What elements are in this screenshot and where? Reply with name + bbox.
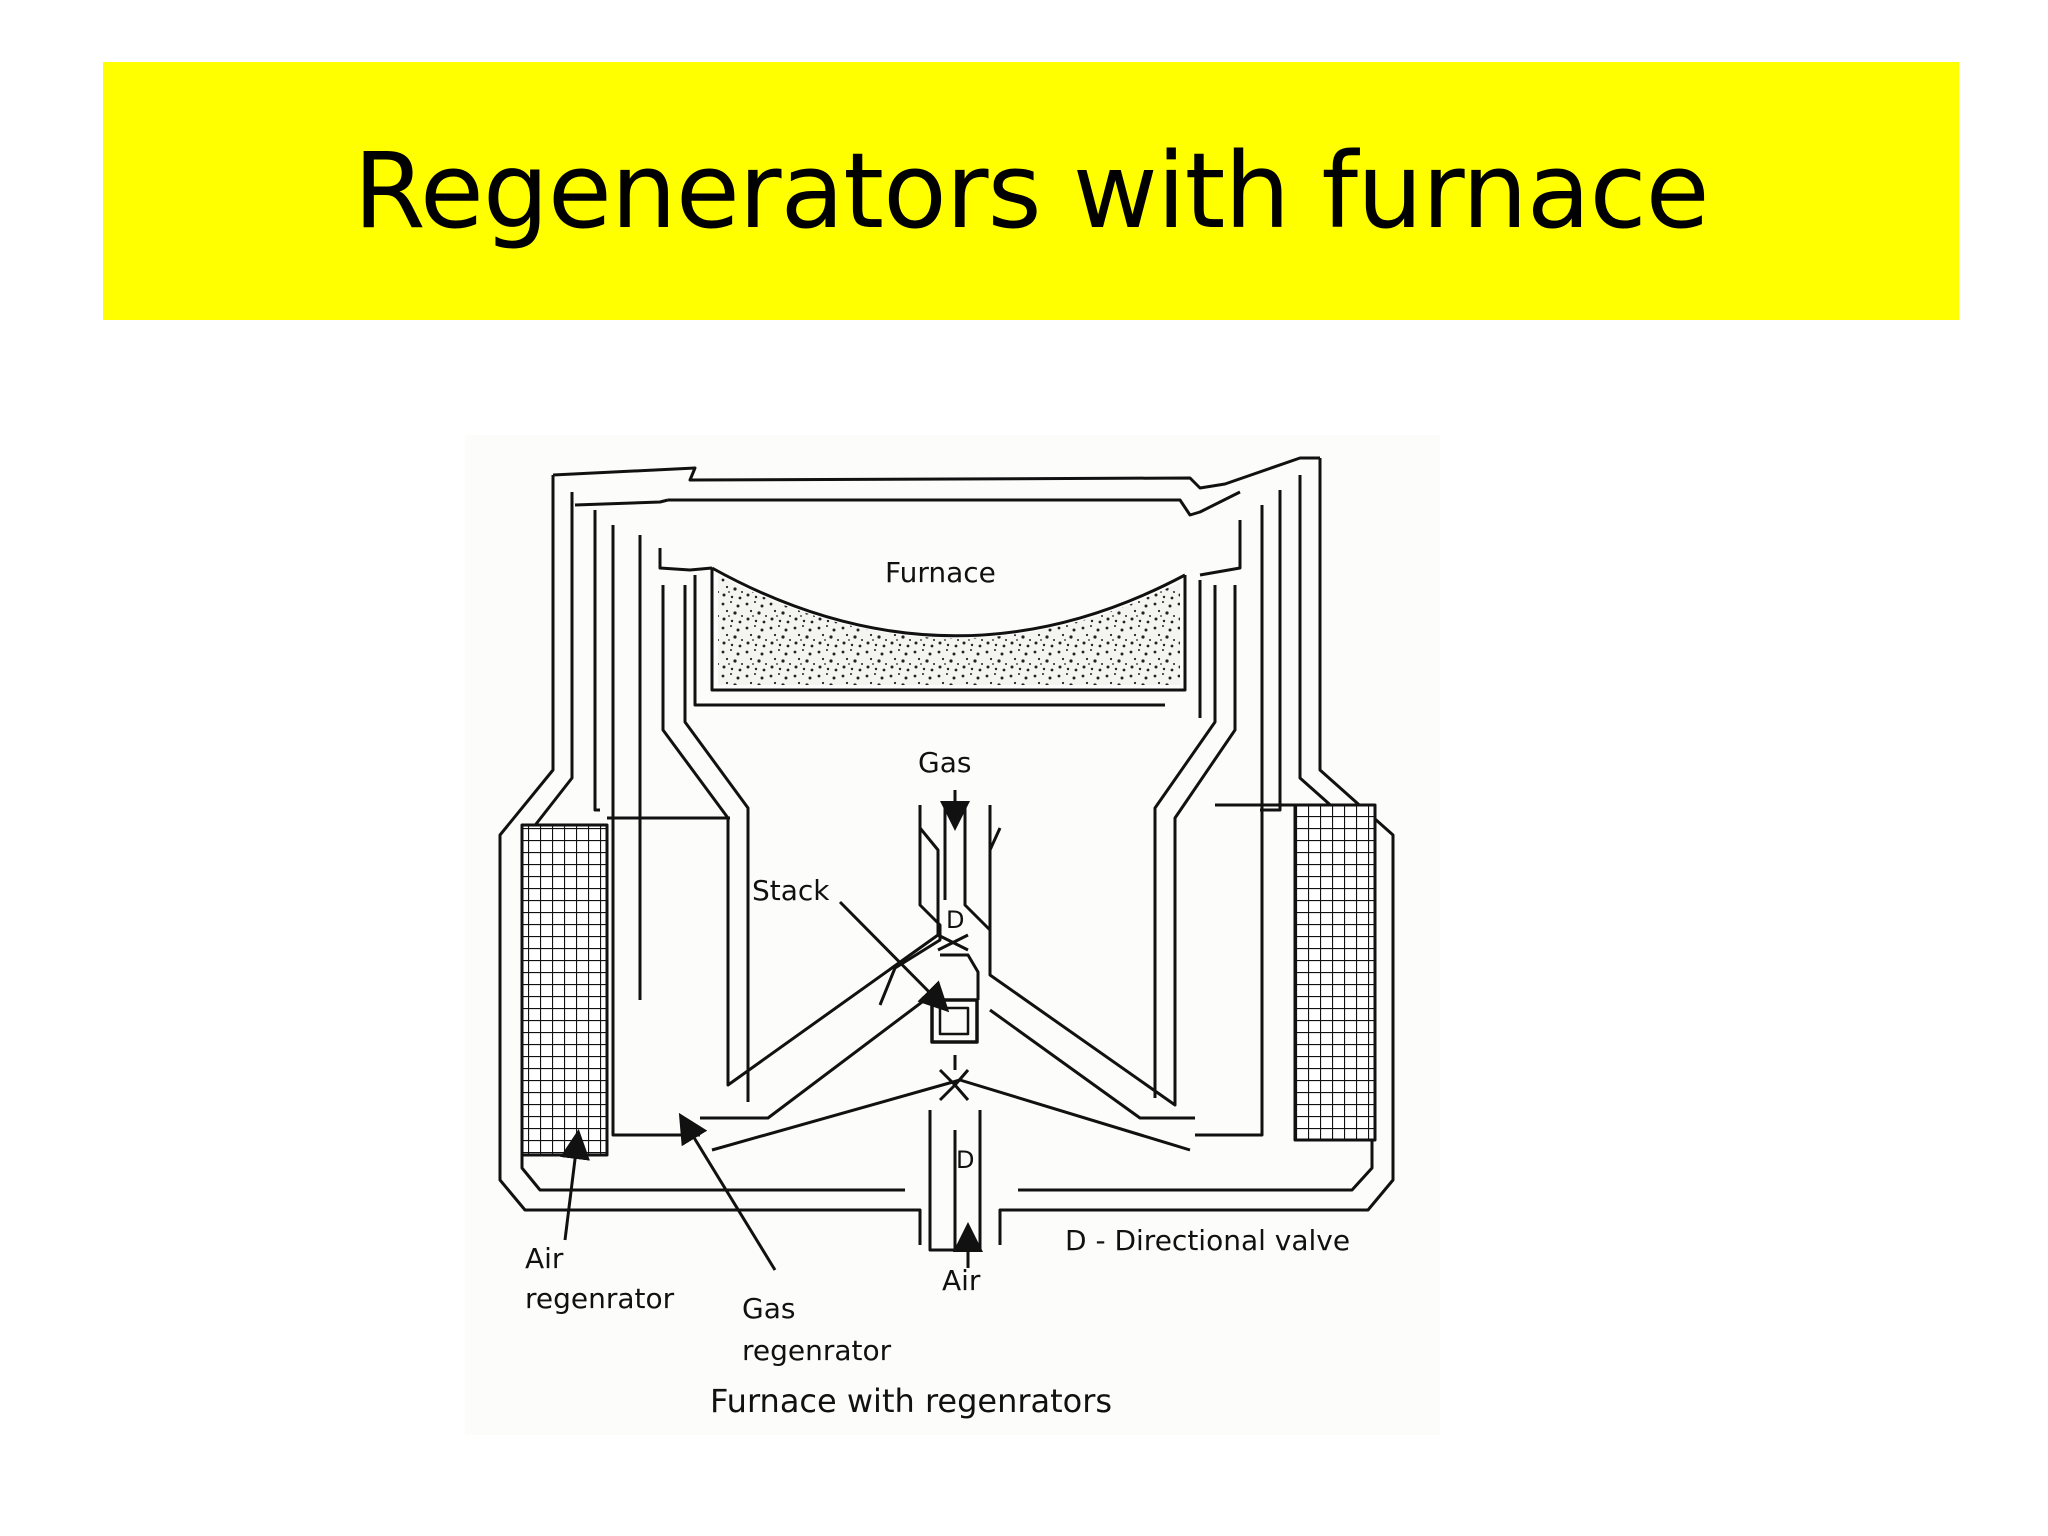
label-furnace: Furnace (885, 556, 996, 589)
label-gas-inlet: Gas (918, 746, 971, 779)
furnace-hearth-bowl (711, 566, 1186, 638)
diagram-figure: Furnace Gas Stack D D Air Air regenrator… (465, 435, 1440, 1435)
stack-box (930, 998, 979, 1044)
right-outer-wall (998, 458, 1395, 1245)
furnace-outer-roof (552, 456, 1320, 490)
label-valve-bottom: D (956, 1146, 974, 1174)
left-air-regenerator (520, 823, 609, 1157)
hearth-refractory (718, 575, 1180, 685)
air-inlet-pipe (938, 1068, 970, 1102)
label-gas-regenerator-2: regenrator (742, 1334, 892, 1367)
label-air-inlet: Air (942, 1264, 981, 1297)
label-air-regenerator-2: regenrator (525, 1282, 675, 1315)
diagram-caption: Furnace with regenrators (710, 1382, 1112, 1420)
gas-inlet-pipe (878, 805, 942, 1006)
stack-leader (838, 900, 950, 1013)
label-gas-regenerator-1: Gas (742, 1292, 795, 1325)
right-air-regenerator (1293, 803, 1377, 1142)
furnace-regenerator-diagram: Furnace Gas Stack D D Air Air regenrator… (498, 456, 1395, 1420)
label-air-regenerator-1: Air (525, 1242, 564, 1275)
title-banner: Regenerators with furnace (103, 62, 1959, 320)
label-valve-legend: D - Directional valve (1065, 1224, 1350, 1257)
left-outer-wall (498, 475, 922, 1245)
label-valve-top: D (946, 906, 964, 934)
gas-regenerator-leader (678, 1112, 777, 1271)
label-stack: Stack (752, 874, 830, 907)
air-regenerator-leader (560, 1129, 590, 1241)
slide-title: Regenerators with furnace (353, 130, 1709, 252)
